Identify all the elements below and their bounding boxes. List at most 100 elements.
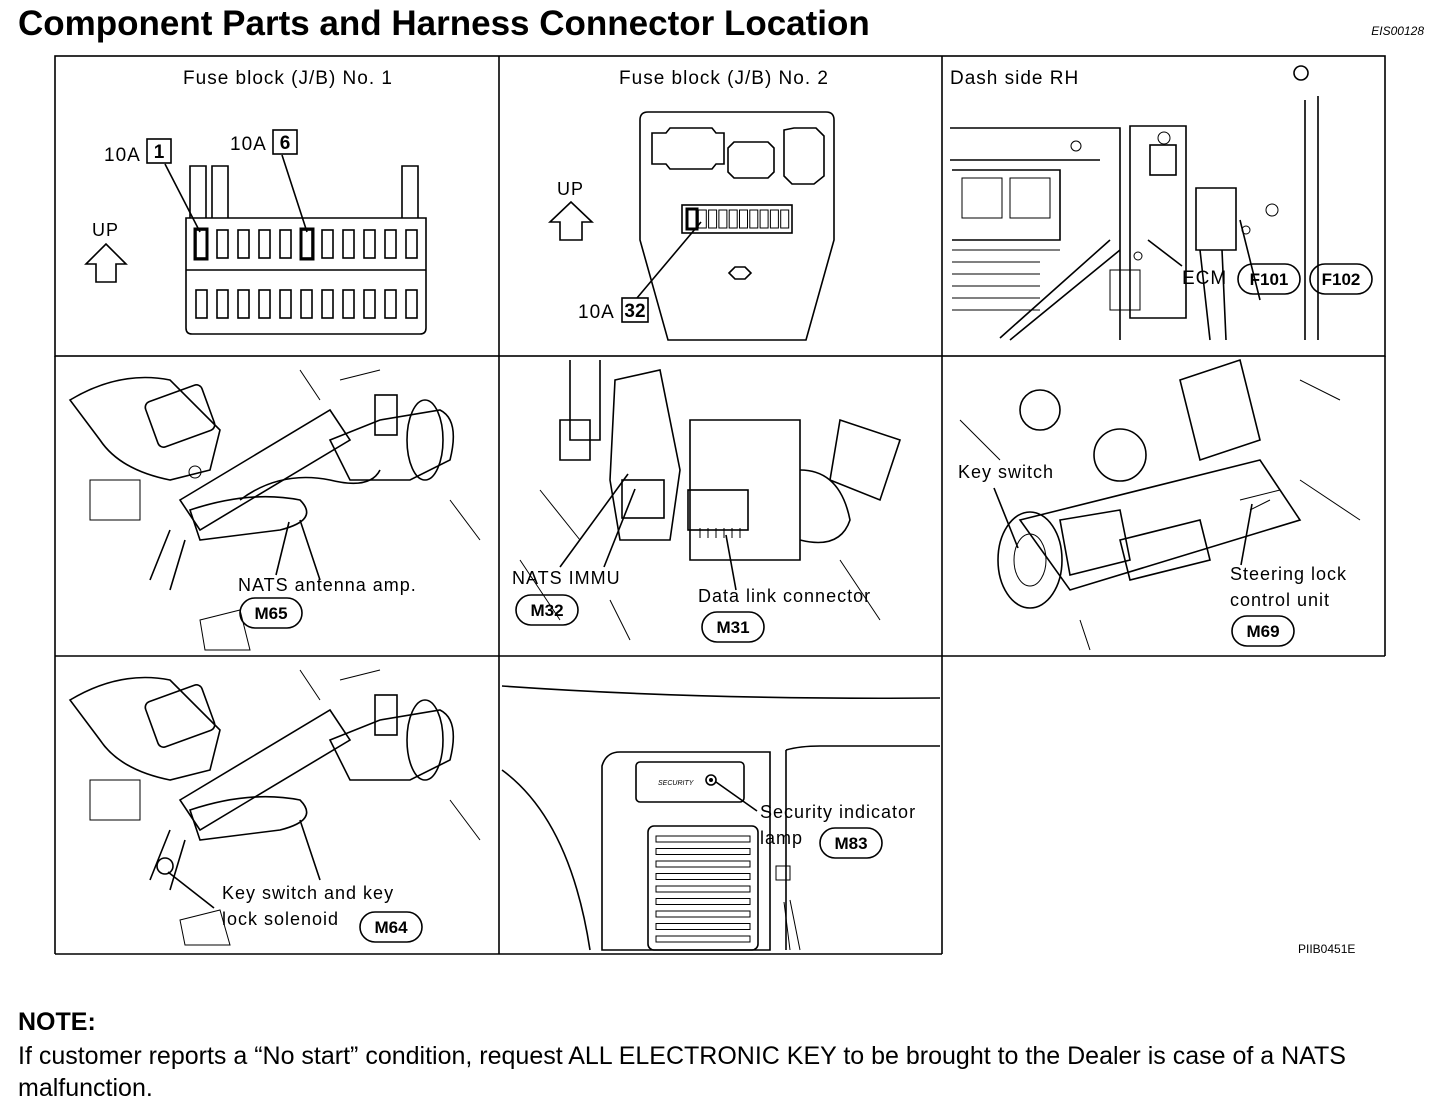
fuse-slot	[749, 209, 759, 229]
fuse-slot	[237, 229, 250, 259]
nats-immu-label: NATS IMMU	[512, 568, 621, 588]
fuse-block-body	[185, 165, 427, 335]
panel-steering-lock: Key switch Steering lock control unit M6…	[958, 358, 1361, 651]
security-indicator-label: Security indicator	[760, 802, 916, 822]
panel-nats-immu: NATS IMMU M32 Data link connector M31	[512, 360, 902, 643]
fuse-slot	[216, 229, 229, 259]
panel-fuse-block-1: Fuse block (J/B) No. 1 UP 10A 1 10A 6	[84, 68, 427, 335]
fuse-slot	[300, 289, 313, 319]
vent-slat	[655, 835, 751, 843]
fuse-slot	[697, 209, 707, 229]
note-body: If customer reports a “No start” conditi…	[18, 1042, 1346, 1102]
steering-lock-label-2: control unit	[1230, 590, 1330, 610]
key-lock-solenoid-label: Key switch and key	[222, 883, 394, 903]
svg-text:UP: UP	[557, 179, 584, 199]
security-indicator-label-2: lamp	[760, 828, 803, 848]
fuse-slot	[237, 289, 250, 319]
connector-id: F101	[1250, 270, 1289, 289]
steering-lock-label: Steering lock	[1230, 564, 1347, 584]
column-lock-illustration	[959, 358, 1361, 651]
fuse-slot	[728, 209, 738, 229]
fuse-slot	[342, 229, 355, 259]
fuse-slot	[363, 229, 376, 259]
panel-caption: Fuse block (J/B) No. 1	[183, 68, 393, 89]
dash-illustration	[950, 65, 1319, 341]
fuse-number-box	[621, 297, 649, 323]
fuse-slot	[279, 289, 292, 319]
key-switch-label: Key switch	[958, 462, 1054, 482]
connector-id: M32	[530, 601, 563, 620]
fuse-slot	[759, 209, 769, 229]
connector-badge	[819, 827, 883, 859]
fuse-slot	[718, 209, 728, 229]
connector-badge	[359, 911, 423, 943]
fuse-slot	[279, 229, 292, 259]
panel-dash-side-rh: Dash side RH ECM F101 F102	[950, 65, 1373, 341]
antenna-amp-label: NATS antenna amp.	[238, 575, 417, 595]
fuse-slot	[195, 229, 208, 259]
vent-slat	[655, 910, 751, 918]
connector-id: M65	[254, 604, 287, 623]
svg-text:UP: UP	[92, 220, 119, 240]
fuse-amp-label: 10A	[230, 134, 267, 155]
fuse-number-box	[146, 138, 172, 164]
figure-code: PIIB0451E	[1298, 942, 1356, 956]
fuse-slot	[258, 229, 271, 259]
vent-slat	[655, 935, 751, 943]
fuse-number: 32	[624, 301, 645, 322]
fuse-slot	[769, 209, 779, 229]
panel-caption: Dash side RH	[950, 68, 1079, 89]
security-panel-text: SECURITY	[658, 780, 695, 787]
fuse-block-body	[639, 111, 835, 341]
vent-slat	[655, 873, 751, 880]
fuse-number: 1	[154, 142, 165, 163]
connector-badge	[1309, 263, 1373, 295]
dash-underside-illustration	[519, 360, 902, 641]
fuse-slot	[708, 209, 718, 229]
fuse-slot	[405, 229, 418, 259]
panel-grid	[54, 55, 1386, 955]
fuse-slot	[687, 209, 697, 229]
ecm-label: ECM	[1182, 268, 1227, 289]
fuse-slot	[384, 229, 397, 259]
fuse-slot	[321, 229, 334, 259]
vent-slat	[655, 923, 751, 930]
page-title: Component Parts and Harness Connector Lo…	[18, 4, 870, 43]
instrument-panel-illustration	[501, 685, 941, 951]
fuse-slot	[216, 289, 229, 319]
panel-nats-antenna-amp: NATS antenna amp. M65	[68, 369, 481, 651]
up-arrow-icon: UP	[84, 220, 128, 283]
fuse-slot	[321, 289, 334, 319]
fuse-amp-label: 10A	[578, 302, 615, 323]
fuse-slot	[739, 209, 748, 229]
panel-key-lock-solenoid: Key switch and key lock solenoid M64	[68, 669, 481, 946]
connector-badge	[515, 594, 579, 626]
fuse-slot	[780, 209, 790, 229]
connector-badge	[1237, 263, 1301, 295]
fuse-slot	[195, 289, 208, 319]
panel-caption: Fuse block (J/B) No. 2	[619, 68, 829, 89]
connector-id: F102	[1322, 270, 1361, 289]
connector-id: M64	[374, 918, 408, 937]
fuse-slot	[405, 289, 418, 319]
steering-column-illustration	[68, 669, 481, 946]
fuse-slot	[300, 229, 313, 259]
connector-id: M69	[1246, 622, 1279, 641]
up-arrow-icon: UP	[548, 179, 594, 241]
vent-slat	[655, 860, 751, 868]
fuse-amp-label: 10A	[104, 145, 141, 166]
fuse-number-box	[272, 129, 298, 155]
reference-code: EIS00128	[1371, 24, 1424, 38]
vent-slat	[655, 898, 751, 905]
panel-fuse-block-2: Fuse block (J/B) No. 2 UP 10A 32	[548, 68, 835, 341]
connector-id: M83	[834, 834, 867, 853]
fuse-slot	[363, 289, 376, 319]
connector-id: M31	[716, 618, 749, 637]
connector-badge	[701, 611, 765, 643]
fuse-slot	[342, 289, 355, 319]
fuse-slot	[384, 289, 397, 319]
fuse-slot	[258, 289, 271, 319]
key-lock-solenoid-label-2: lock solenoid	[222, 909, 339, 929]
steering-column-illustration	[68, 369, 481, 651]
